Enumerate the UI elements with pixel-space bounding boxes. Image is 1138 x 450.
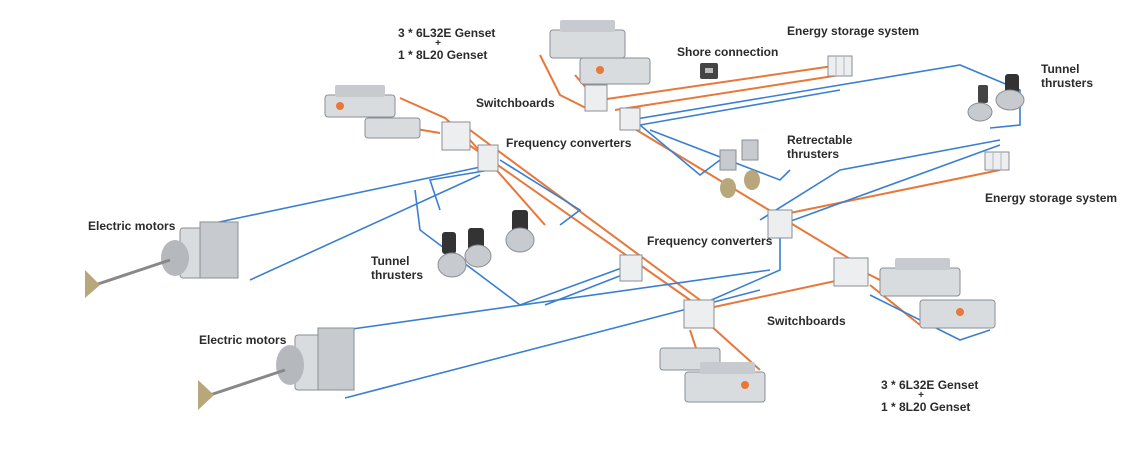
switchboards-bottom-label: Switchboards (767, 314, 846, 328)
genset-label-bottom-line1: 3 * 6L32E Genset (881, 378, 979, 392)
genset-group-top-left (324, 85, 421, 139)
electric-motors-bottom-label: Electric motors (199, 333, 287, 347)
frequency-converters-top-label: Frequency converters (506, 136, 632, 150)
tunnel-thrusters-right-line1: Tunnel (1041, 62, 1080, 76)
tunnel-thrusters-right-line2: thrusters (1041, 76, 1094, 90)
retractable-thrusters-line2: thrusters (787, 147, 840, 161)
genset-label-top-line2: 1 * 8L20 Genset (398, 48, 488, 62)
tunnel-thrusters-mid-line2: thrusters (371, 268, 424, 282)
switchboards-top-label: Switchboards (476, 96, 555, 110)
genset-label-bottom: 3 * 6L32E Genset + 1 * 8L20 Genset (881, 378, 978, 414)
shore-connection-label: Shore connection (677, 45, 779, 59)
energy-storage-right-label: Energy storage system (985, 191, 1118, 205)
retractable-thrusters (719, 139, 760, 198)
retractable-thrusters-line1: Retrectable (787, 133, 853, 147)
switchboard-left (441, 121, 499, 172)
switchboard-right (833, 257, 869, 287)
electric-motors-top-label: Electric motors (88, 219, 176, 233)
energy-storage-top (827, 55, 853, 77)
tunnel-thrusters-mid-label: Tunnel thrusters (371, 254, 423, 282)
switchboard-top (584, 84, 641, 131)
shore-connection-box (700, 63, 718, 79)
tunnel-thrusters-right (967, 74, 1025, 122)
genset-group-top-center (549, 20, 651, 85)
genset-group-bottom (659, 347, 766, 403)
electric-motor-bottom (198, 327, 355, 410)
switchboard-bottom (683, 299, 715, 329)
genset-label-bottom-plus: + (918, 390, 924, 401)
retractable-thrusters-label: Retrectable thrusters (787, 133, 852, 161)
genset-label-top-plus: + (435, 38, 441, 49)
tunnel-thrusters-right-label: Tunnel thrusters (1041, 62, 1093, 90)
frequency-converter-right (767, 209, 793, 239)
genset-label-bottom-line2: 1 * 8L20 Genset (881, 400, 971, 414)
energy-storage-right (984, 151, 1010, 171)
tunnel-thrusters-mid-line1: Tunnel (371, 254, 410, 268)
genset-label-top-line1: 3 * 6L32E Genset (398, 26, 496, 40)
frequency-converter-mid (619, 254, 643, 282)
frequency-converters-mid-label: Frequency converters (647, 234, 773, 248)
electric-motor-top (85, 221, 239, 298)
genset-label-top: 3 * 6L32E Genset + 1 * 8L20 Genset (398, 26, 495, 62)
tunnel-thrusters-mid (437, 210, 535, 278)
energy-storage-top-label: Energy storage system (787, 24, 920, 38)
genset-group-right (879, 258, 996, 329)
